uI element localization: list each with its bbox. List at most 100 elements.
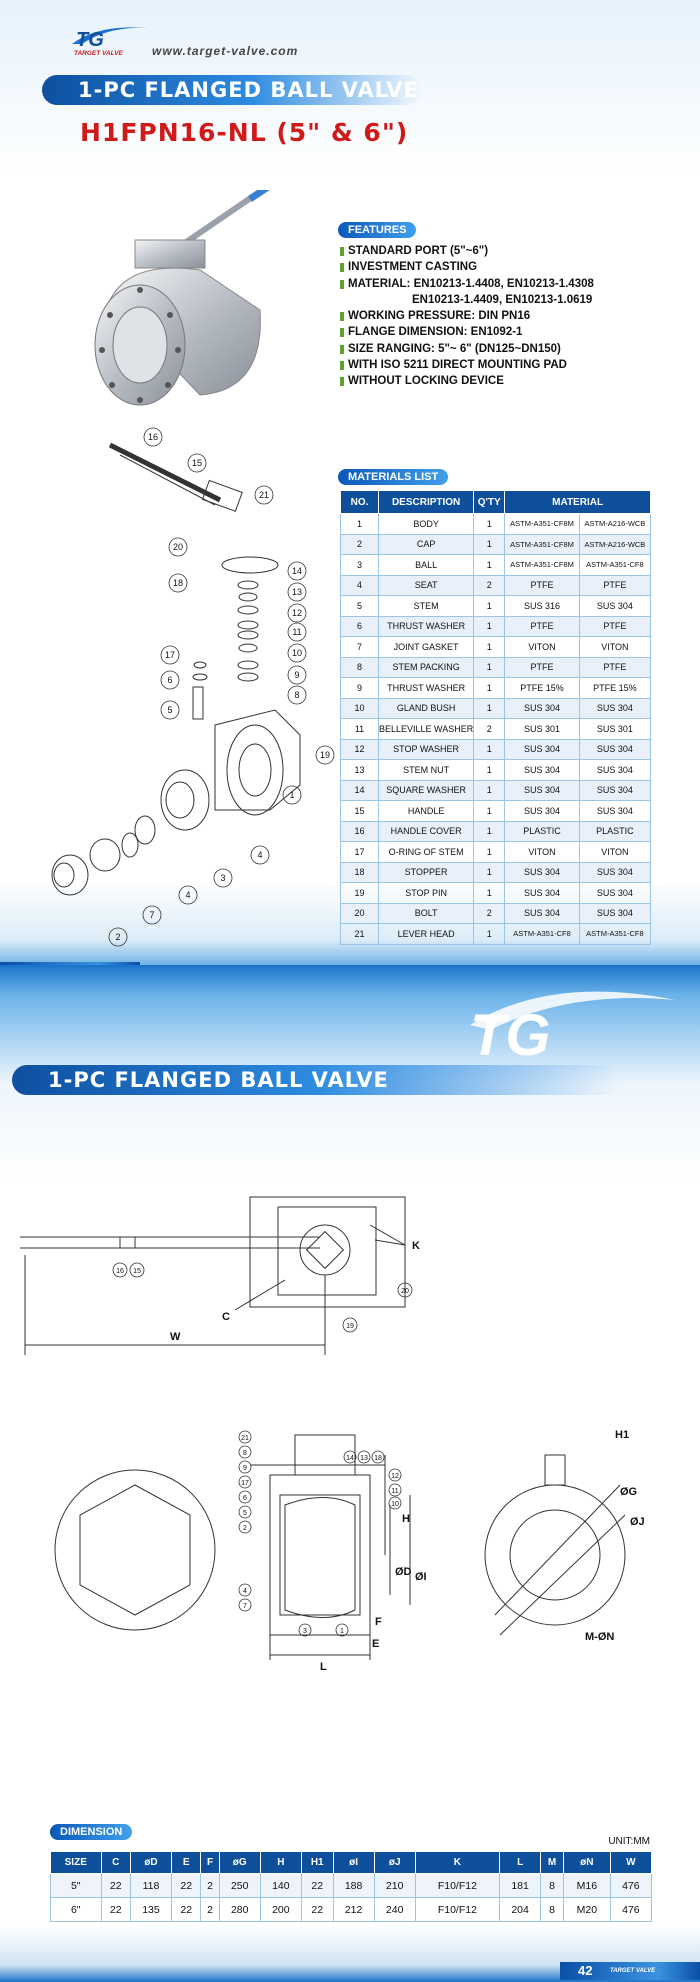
svg-text:7: 7 — [149, 910, 154, 920]
table-cell: 140 — [259, 1873, 302, 1898]
model-title: H1FPN16-NL (5" & 6") — [80, 118, 409, 147]
table-cell: 1 — [473, 841, 506, 863]
svg-text:14: 14 — [292, 566, 302, 576]
table-cell: SUS 304 — [578, 861, 652, 883]
table-cell: 5 — [340, 595, 379, 617]
table-cell: 5" — [50, 1873, 102, 1898]
svg-text:3: 3 — [220, 873, 225, 883]
svg-text:4: 4 — [243, 1588, 247, 1595]
col-header: K — [414, 1851, 501, 1874]
table-cell: 240 — [373, 1897, 416, 1922]
col-header: øD — [129, 1851, 173, 1874]
table-cell: BOLT — [377, 902, 475, 924]
table-cell: SUS 304 — [578, 697, 652, 719]
logo-letters: TG — [76, 29, 104, 51]
col-header: øJ — [373, 1851, 416, 1874]
section-view-drawing: H H1 L F E ØD ØI ØG ØJ M-ØN 21891765247 … — [54, 1429, 645, 1673]
table-cell: VITON — [578, 636, 652, 658]
table-cell: 1 — [473, 513, 506, 535]
table-cell: STEM — [377, 595, 475, 617]
table-cell: PTFE 15% — [578, 677, 652, 699]
dim-label-j: ØJ — [630, 1516, 645, 1528]
dim-label-w: W — [170, 1331, 181, 1343]
svg-text:18: 18 — [173, 578, 183, 588]
table-cell: 1 — [473, 533, 506, 555]
tg-logo: TG TARGET VALVE — [72, 27, 148, 57]
table-cell: ASTM-A351-CF8M — [504, 554, 580, 576]
table-cell: 22 — [171, 1873, 202, 1898]
dim-label-h1: H1 — [615, 1429, 629, 1441]
table-cell: 12 — [340, 738, 379, 760]
table-cell: PTFE — [578, 574, 652, 596]
table-cell: 16 — [340, 820, 379, 842]
svg-text:19: 19 — [320, 750, 330, 760]
table-cell: SUS 304 — [504, 738, 580, 760]
table-cell: PTFE 15% — [504, 677, 580, 699]
valve-photo — [94, 190, 270, 406]
table-cell: SUS 304 — [578, 595, 652, 617]
table-cell: 22 — [100, 1897, 131, 1922]
dim-label-c: C — [222, 1311, 230, 1323]
table-cell: 19 — [340, 882, 379, 904]
table-cell: O-RING OF STEM — [377, 841, 475, 863]
table-cell: SUS 304 — [504, 759, 580, 781]
feature-item: STANDARD PORT (5"~6") — [340, 243, 594, 259]
table-cell: GLAND BUSH — [377, 697, 475, 719]
table-cell: 2 — [340, 533, 379, 555]
col-header: øN — [562, 1851, 611, 1874]
table-cell: 1 — [473, 697, 506, 719]
table-cell: BELLEVILLE WASHER — [377, 718, 475, 740]
col-header: W — [609, 1851, 653, 1874]
table-cell: 1 — [473, 595, 506, 617]
col-header: øG — [218, 1851, 261, 1874]
banner-bar — [12, 1065, 620, 1095]
table-cell: PTFE — [578, 656, 652, 678]
table-cell: 1 — [473, 738, 506, 760]
col-header: M — [540, 1851, 564, 1874]
table-cell: 2 — [473, 718, 506, 740]
svg-text:14: 14 — [346, 1455, 354, 1462]
svg-text:4: 4 — [257, 850, 262, 860]
table-cell: SUS 304 — [504, 800, 580, 822]
table-cell: HANDLE COVER — [377, 820, 475, 842]
table-cell: 1 — [473, 759, 506, 781]
col-header: øI — [332, 1851, 375, 1874]
svg-text:2: 2 — [243, 1525, 247, 1532]
page-number: 41 — [103, 963, 117, 965]
table-cell: 8 — [540, 1873, 564, 1898]
table-cell: F10/F12 — [414, 1873, 501, 1898]
website-url[interactable]: www.target-valve.com — [152, 44, 299, 58]
table-cell: 11 — [340, 718, 379, 740]
table-cell: SUS 304 — [578, 759, 652, 781]
svg-text:1: 1 — [340, 1628, 344, 1635]
footer-bar — [560, 1962, 700, 1980]
svg-text:15: 15 — [192, 458, 202, 468]
table-cell: PTFE — [578, 615, 652, 637]
table-cell: 135 — [129, 1897, 173, 1922]
table-cell: 1 — [473, 677, 506, 699]
table-cell: ASTM-A216-WCB — [578, 513, 652, 535]
table-cell: 22 — [300, 1897, 334, 1922]
table-cell: 1 — [473, 615, 506, 637]
table-cell: THRUST WASHER — [377, 615, 475, 637]
col-header: E — [171, 1851, 202, 1874]
table-cell: M16 — [562, 1873, 611, 1898]
dim-label-l: L — [320, 1661, 327, 1673]
table-cell: 2 — [200, 1897, 220, 1922]
svg-text:3: 3 — [303, 1628, 307, 1635]
svg-text:8: 8 — [294, 690, 299, 700]
table-cell: 8 — [340, 656, 379, 678]
svg-text:11: 11 — [391, 1488, 398, 1495]
table-cell: BALL — [377, 554, 475, 576]
svg-text:12: 12 — [391, 1473, 399, 1480]
